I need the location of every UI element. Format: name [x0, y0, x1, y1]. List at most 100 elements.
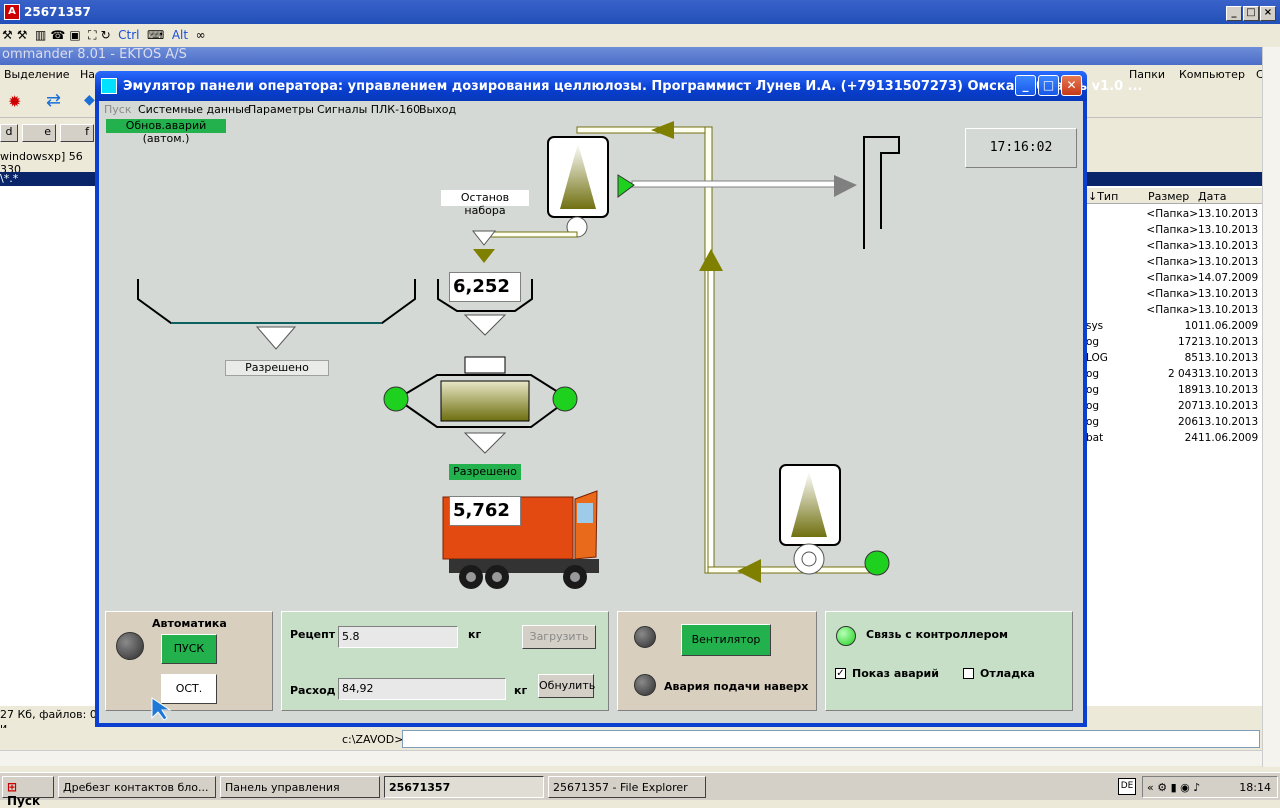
refresh-icon[interactable]: ↻ — [100, 28, 111, 42]
fan-button[interactable]: Вентилятор — [681, 624, 771, 656]
fullscreen-icon[interactable]: ⛶ — [88, 28, 97, 42]
file-row[interactable]: <Папка>13.10.2013 — [1086, 286, 1262, 302]
load-button[interactable]: Загрузить — [522, 625, 596, 649]
tool-icon[interactable]: ⚒ — [2, 28, 13, 42]
emulator-title: Эмулятор панели оператора: управлением д… — [123, 79, 1143, 94]
feed-alarm-led — [634, 674, 656, 696]
taskbar-item[interactable]: 25671357 - File Explorer — [548, 776, 706, 798]
auto-panel: Автоматика ПУСК ОСТ. — [105, 611, 273, 711]
alarm-refresh-label[interactable]: Обнов.аварий (автом.) — [106, 119, 226, 145]
menu-start[interactable]: Пуск — [104, 103, 132, 116]
taskbar-item[interactable]: Панель управления — [220, 776, 380, 798]
recipe-input[interactable]: 5.8 — [338, 626, 458, 648]
file-row[interactable]: <Папка>13.10.2013 — [1086, 222, 1262, 238]
minimize-button[interactable]: _ — [1015, 75, 1036, 96]
file-date: 13.10.2013 — [1198, 304, 1259, 316]
file-name: sys — [1086, 320, 1104, 332]
file-row[interactable]: <Папка>13.10.2013 — [1086, 206, 1262, 222]
link-panel: Связь с контроллером ✓ Показ аварий Отла… — [825, 611, 1073, 711]
tray-clock: 18:14 — [1239, 781, 1271, 794]
drive-button[interactable]: f — [60, 124, 94, 142]
silo-cone — [791, 471, 827, 537]
file-size: 24 — [1184, 432, 1198, 444]
file-date: 13.10.2013 — [1198, 336, 1259, 348]
weigh-hopper — [437, 279, 533, 312]
file-name: og — [1086, 400, 1100, 412]
cmd-prompt: c:\ZAVOD> — [342, 733, 404, 746]
tool-icon[interactable]: ⚒ — [16, 28, 28, 42]
blower-led — [864, 550, 890, 576]
tray-icons[interactable]: « ⚙ ▮ ◉ ♪ — [1147, 781, 1201, 794]
monitor-icon[interactable]: ▣ — [69, 28, 81, 42]
menu-item[interactable]: Компьютер — [1179, 68, 1245, 81]
file-row[interactable]: <Папка>14.07.2009 — [1086, 270, 1262, 286]
tool-icon[interactable]: ☎ — [50, 28, 66, 42]
start-button[interactable]: ⊞ Пуск — [2, 776, 54, 808]
menu-parameters[interactable]: Параметры — [248, 103, 314, 116]
menu-item[interactable]: На — [80, 68, 96, 81]
maximize-button[interactable]: □ — [1038, 75, 1059, 96]
mixer-permit-label: Разрешено — [449, 464, 521, 480]
column-date[interactable]: Дата — [1198, 190, 1227, 203]
column-size[interactable]: Размер — [1148, 190, 1190, 203]
language-indicator[interactable]: DE — [1118, 778, 1136, 795]
horizontal-scrollbar[interactable] — [0, 750, 1262, 766]
ctrl-key[interactable]: Ctrl — [118, 28, 140, 42]
emulator-title-bar: Эмулятор панели оператора: управлением д… — [95, 71, 1142, 101]
menu-system-data[interactable]: Системные данные — [138, 103, 251, 116]
drive-button[interactable]: e — [22, 124, 56, 142]
menu-item[interactable]: С — [1256, 68, 1264, 81]
file-row[interactable]: <Папка>13.10.2013 — [1086, 238, 1262, 254]
refresh-icon[interactable]: ⇄ — [46, 90, 62, 111]
file-row[interactable]: <Папка>13.10.2013 — [1086, 254, 1262, 270]
minimize-button[interactable]: _ — [1226, 6, 1242, 21]
tool-icon[interactable]: ▥ — [35, 28, 47, 42]
menu-item[interactable]: Выделение — [4, 68, 70, 81]
file-name: bat — [1086, 432, 1104, 444]
menu-plc-signals[interactable]: Сигналы ПЛК-160 — [317, 103, 421, 116]
mixer-indicator — [464, 356, 506, 374]
menu-item[interactable]: Папки — [1129, 68, 1165, 81]
close-button[interactable]: ✕ — [1061, 75, 1082, 96]
left-file-list[interactable] — [0, 186, 97, 706]
alt-key[interactable]: Alt — [171, 28, 189, 42]
glasses-icon[interactable]: ∞ — [195, 28, 206, 42]
maximize-button[interactable]: □ — [1243, 6, 1259, 21]
diamond-icon[interactable]: ◆ — [84, 92, 95, 108]
column-type[interactable]: ↓Тип — [1088, 190, 1119, 203]
file-name: og — [1086, 416, 1100, 428]
file-size: <Папка> — [1146, 256, 1198, 268]
fan-status-led — [634, 626, 656, 648]
stop-button[interactable]: ОСТ. — [161, 674, 217, 704]
file-row[interactable]: <Папка>13.10.2013 — [1086, 302, 1262, 318]
file-size: <Папка> — [1146, 304, 1198, 316]
auto-status-led — [116, 632, 144, 660]
flow-unit: кг — [514, 684, 528, 697]
reset-button[interactable]: Обнулить — [538, 674, 595, 698]
gear-icon[interactable]: ✹ — [8, 92, 22, 111]
file-date: 13.10.2013 — [1198, 400, 1259, 412]
show-alarms-checkbox[interactable]: ✓ — [835, 668, 846, 679]
file-size: 10 — [1184, 320, 1198, 332]
keys-icon[interactable]: ⌨ — [147, 28, 165, 42]
start-button[interactable]: ПУСК — [161, 634, 217, 664]
file-date: 11.06.2009 — [1198, 320, 1259, 332]
menu-exit[interactable]: Выход — [419, 103, 457, 116]
vertical-scrollbar[interactable] — [1262, 47, 1280, 767]
debug-checkbox[interactable] — [963, 668, 974, 679]
flow-input[interactable]: 84,92 — [338, 678, 506, 700]
taskbar-item-active[interactable]: 25671357 — [384, 776, 544, 798]
drive-button[interactable]: d — [0, 124, 18, 142]
command-input[interactable] — [402, 730, 1260, 748]
right-file-list[interactable] — [1086, 186, 1262, 706]
close-button[interactable]: × — [1260, 6, 1276, 21]
taskbar-item[interactable]: Дребезг контактов бло... — [58, 776, 216, 798]
